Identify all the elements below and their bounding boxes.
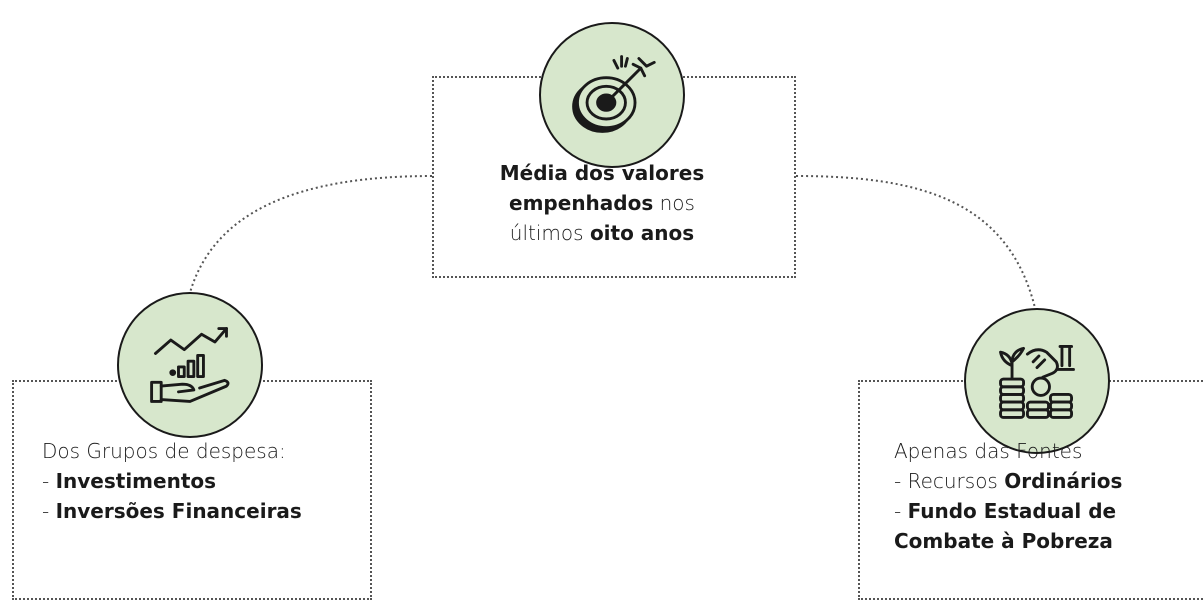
center-icon-circle [539, 22, 685, 168]
center-line3-start: últimos [509, 221, 590, 245]
center-line1: Média dos valores [499, 161, 705, 185]
right-item2-cont: Combate à Pobreza [894, 529, 1113, 553]
center-text: Média dos valores empenhados nos últimos… [470, 158, 734, 248]
target-arrow-icon [572, 55, 656, 133]
left-item2: Inversões Financeiras [55, 499, 302, 523]
connector-left [187, 175, 433, 301]
center-line2-bold: empenhados [509, 191, 654, 215]
center-line3-bold: oito anos [589, 221, 695, 245]
right-text: Apenas das Fontes - Recursos Ordinários … [894, 436, 1194, 556]
right-item1-prefix: - Recursos [894, 469, 1005, 493]
left-item1: Investimentos [55, 469, 217, 493]
left-item1-prefix: - [42, 469, 56, 493]
left-icon-circle [117, 292, 263, 438]
left-intro: Dos Grupos de despesa: [42, 439, 286, 463]
right-intro: Apenas das Fontes [894, 439, 1083, 463]
hand-growth-chart-icon [150, 327, 230, 403]
connector-right [795, 175, 1037, 313]
right-item2: Fundo Estadual de [907, 499, 1117, 523]
left-text: Dos Grupos de despesa: - Investimentos -… [42, 436, 362, 526]
center-line2-rest: nos [653, 191, 695, 215]
right-icon-circle [964, 308, 1110, 454]
connector-lines [187, 175, 1037, 313]
right-item2-prefix: - [894, 499, 908, 523]
right-item1: Ordinários [1004, 469, 1123, 493]
hand-coins-plant-icon [999, 345, 1075, 419]
left-item2-prefix: - [42, 499, 56, 523]
